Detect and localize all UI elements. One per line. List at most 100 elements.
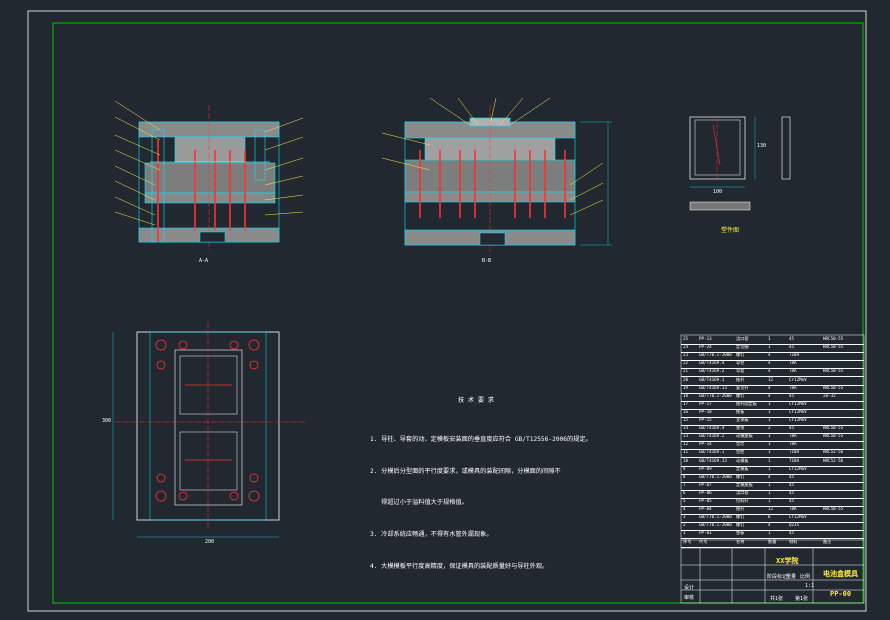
- bom-cell: 1: [768, 489, 771, 495]
- checker-label: 审核: [684, 595, 695, 601]
- bom-cell: 4: [768, 360, 771, 366]
- sheet-total: 共1张: [770, 596, 784, 602]
- bom-cell: Cr12MoV: [789, 514, 807, 520]
- bom-cell: 45: [789, 336, 795, 341]
- bom-cell: GB/T4169.4: [699, 360, 725, 366]
- tech-line: 3. 冷却系统应畅通，不得有水管外漏现象。: [370, 531, 493, 539]
- bom-cell: 45: [789, 481, 795, 487]
- bom-cell: 浇口套: [736, 489, 749, 495]
- bom-cell: 45: [789, 530, 795, 536]
- bom-cell: 1: [768, 481, 771, 487]
- bom-cell: HRC50-55: [823, 384, 844, 390]
- bom-cell: 备注: [823, 538, 832, 544]
- bom-cell: 15: [683, 417, 689, 422]
- bom-cell: 16: [683, 408, 689, 414]
- stage-label: 阶段标记: [767, 574, 788, 580]
- bom-cell: 4: [768, 352, 771, 358]
- bom-cell: 5: [683, 498, 686, 503]
- bom-cell: 螺钉: [736, 352, 745, 358]
- bom-cell: 定模板: [736, 465, 749, 471]
- part-drawing: [689, 116, 791, 211]
- bom-cell: GB/T70.1-2000: [699, 392, 732, 398]
- bom-cell: 型芯: [736, 441, 745, 447]
- bom-cell: 材料: [789, 538, 798, 544]
- bom-cell: 4: [768, 473, 771, 479]
- section-a-label: A-A: [199, 258, 209, 264]
- bom-cell: 19: [683, 384, 689, 390]
- bom-cell: 1: [768, 530, 771, 536]
- bom-cell: T10A: [789, 449, 800, 455]
- part-drawing-label: 塑件图: [721, 227, 740, 234]
- bom-cell: 8: [683, 473, 686, 479]
- bom-cell: GB/T70.1-2000: [699, 514, 732, 520]
- ratio-label: 比例: [800, 574, 811, 580]
- plan-height-dim: 300: [102, 418, 112, 424]
- bom-cell: 浇口套: [736, 336, 749, 341]
- bom-cell: HRC50-55: [823, 506, 844, 512]
- bom-cell: GB/T4169.2: [699, 368, 725, 374]
- plan-view: [112, 322, 305, 538]
- bom-cell: 名称: [736, 538, 745, 544]
- bom-cell: 导套: [736, 368, 745, 374]
- bom-cell: GB/T4169.1: [699, 376, 725, 382]
- bom-cell: PP-24: [699, 344, 712, 350]
- bom-cell: 20: [683, 376, 689, 382]
- bom-cell: 1: [768, 433, 771, 439]
- bom-cell: 7: [683, 481, 686, 487]
- part-width-dim: 100: [713, 189, 723, 195]
- tech-line: 得超过小于溢料值大于规格值。: [370, 499, 468, 507]
- bom-cell: GB/T70.1-2000: [699, 473, 732, 479]
- section-a-view: [138, 105, 280, 250]
- bom-cell: 复位杆: [736, 384, 749, 390]
- bom-cell: T8A: [789, 360, 797, 366]
- bom-cell: 1: [768, 408, 771, 414]
- inner-frame: [52, 22, 864, 604]
- scale-value: 1:1: [805, 583, 815, 589]
- bom-cell: 1: [768, 417, 771, 422]
- bom-cell: 4: [683, 506, 686, 512]
- bom-grid: [680, 334, 865, 604]
- bom-cell: 2: [768, 425, 771, 431]
- bom-cell: HRC52-56: [823, 457, 844, 463]
- bom-cell: 25: [683, 336, 689, 341]
- bom-cell: 12: [768, 506, 774, 512]
- bom-cell: 1: [768, 449, 771, 455]
- bom-cell: 代号: [699, 538, 708, 544]
- bom-cell: PP-13: [699, 336, 712, 341]
- bom-cell: 45: [789, 392, 795, 398]
- bom-cell: 推杆: [736, 506, 745, 512]
- bom-cell: 17: [683, 400, 689, 406]
- bom-cell: GB/T4169.13: [699, 384, 727, 390]
- bom-cell: PP-14: [699, 441, 712, 447]
- bom-cell: GB/T4169.4: [699, 425, 725, 431]
- bom-cell: PP-07: [699, 481, 712, 487]
- bom-cell: 24: [683, 344, 689, 350]
- bom-cell: Cr12MoV: [789, 465, 807, 471]
- bom-cell: GB/T4169.2: [699, 433, 725, 439]
- bom-cell: 螺钉: [736, 522, 745, 528]
- sheet-number: 第1张: [795, 596, 809, 602]
- bom-cell: 22: [683, 360, 689, 366]
- bom-cell: HRC50-55: [823, 433, 844, 439]
- bom-cell: 12: [683, 441, 689, 447]
- tech-requirements: 技 术 要 求 1. 导柱、导套的动、定模板安装面的垂直度应符合 GB/T125…: [370, 397, 592, 583]
- bom-cell: Cr12MoV: [789, 400, 807, 406]
- plan-width-dim: 200: [205, 539, 215, 545]
- bom-cell: 2: [683, 522, 686, 528]
- bom-cell: T8A: [789, 384, 797, 390]
